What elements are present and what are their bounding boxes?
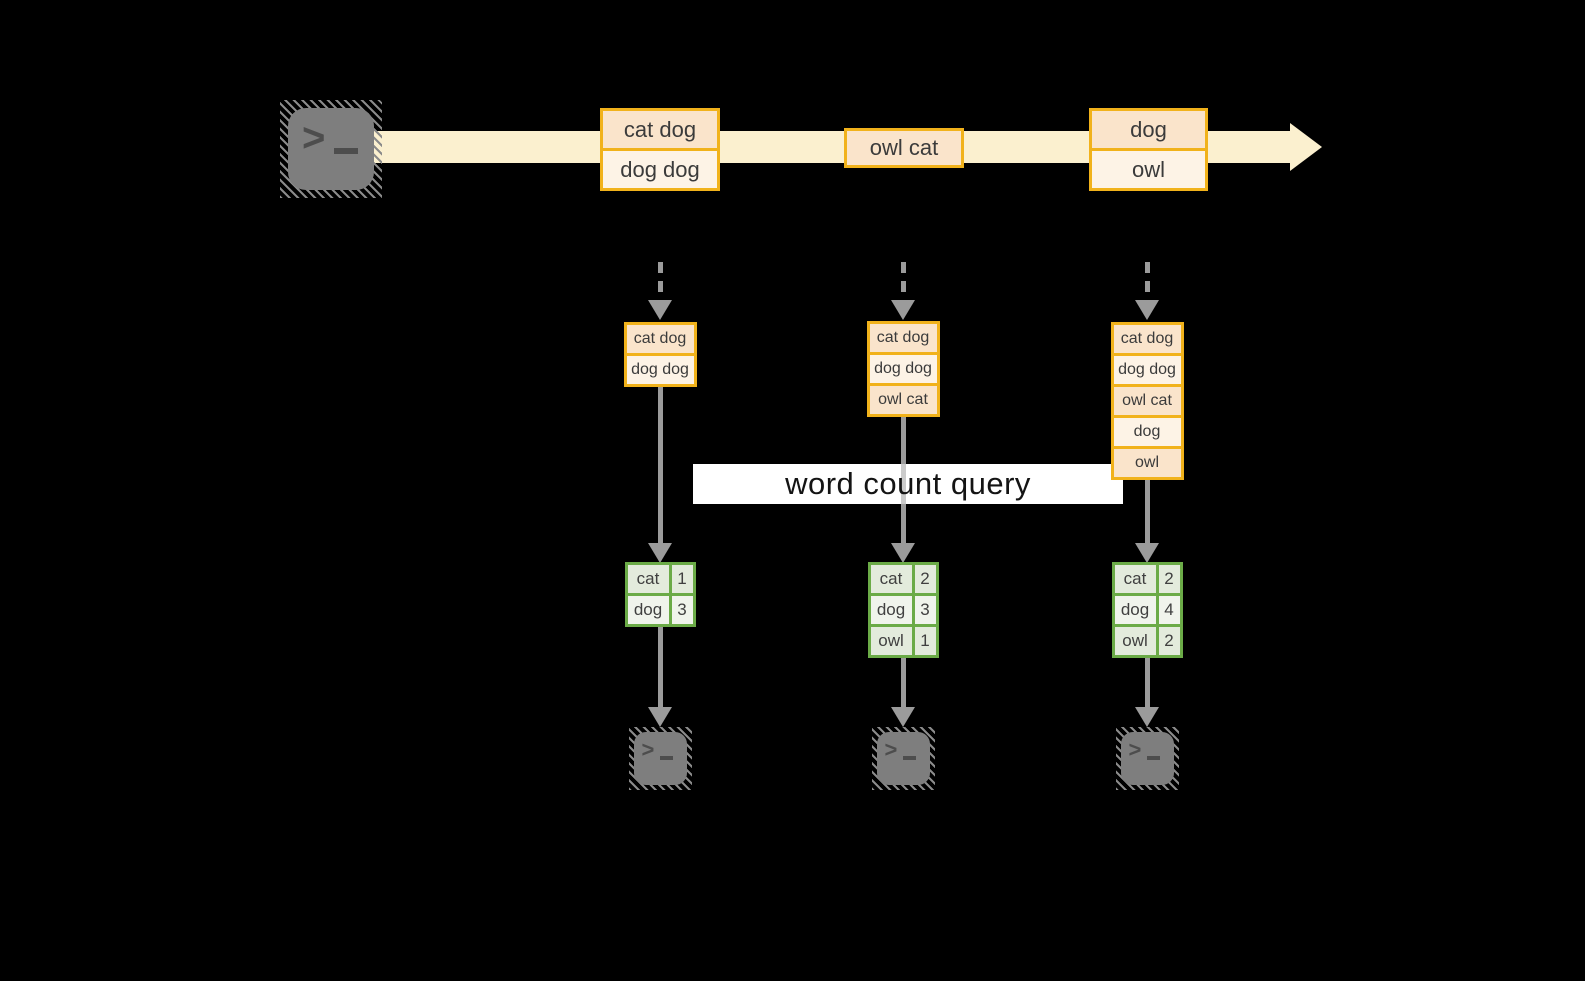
batch-line: owl cat	[847, 131, 961, 165]
arrowhead-down-icon	[1135, 543, 1159, 563]
count-cell: 1	[671, 565, 693, 593]
terminal-source-icon: >	[280, 100, 382, 198]
word-cell: owl	[870, 627, 912, 655]
query-label: word count query	[785, 466, 1031, 501]
word-cell: cat	[1114, 565, 1156, 593]
dashed-arrow-line	[1144, 262, 1150, 300]
count-cell: 3	[671, 596, 693, 624]
stream-batch-3: dog owl	[1089, 108, 1208, 191]
arrow-line	[900, 658, 906, 707]
input-line: owl cat	[869, 386, 937, 414]
terminal-prompt-icon: >	[641, 737, 655, 762]
input-line: owl cat	[1113, 387, 1181, 415]
word-count-table-3: cat 2 dog 4 owl 2	[1111, 562, 1183, 658]
input-line: cat dog	[626, 325, 694, 353]
word-cell: dog	[627, 596, 669, 624]
arrow-line-through-band	[900, 464, 906, 504]
arrowhead-down-icon	[648, 707, 672, 727]
arrowhead-down-icon	[1135, 300, 1159, 320]
count-cell: 2	[914, 565, 936, 593]
terminal-cursor-icon	[334, 148, 358, 154]
arrowhead-down-icon	[1135, 707, 1159, 727]
terminal-cursor-icon	[1146, 756, 1160, 760]
word-cell: owl	[1114, 627, 1156, 655]
word-count-table-1: cat 1 dog 3	[624, 562, 696, 627]
terminal-prompt-icon: >	[1128, 737, 1142, 762]
terminal-prompt-icon: >	[302, 116, 326, 160]
batch-line: owl	[1092, 151, 1205, 188]
input-line: cat dog	[869, 324, 937, 352]
word-cell: cat	[627, 565, 669, 593]
input-line: dog dog	[626, 356, 694, 384]
arrowhead-down-icon	[891, 707, 915, 727]
count-cell: 2	[1158, 627, 1180, 655]
arrow-line	[657, 387, 663, 543]
input-line: dog	[1113, 418, 1181, 446]
batch-line: dog	[1092, 111, 1205, 148]
arrow-line	[1144, 480, 1150, 543]
input-line: owl	[1113, 449, 1181, 477]
terminal-cursor-icon	[659, 756, 673, 760]
accumulated-input-box-1: cat dog dog dog	[623, 322, 697, 387]
word-cell: dog	[1114, 596, 1156, 624]
accumulated-input-box-3: cat dog dog dog owl cat dog owl	[1110, 322, 1184, 480]
input-line: dog dog	[869, 355, 937, 383]
word-cell: dog	[870, 596, 912, 624]
word-cell: cat	[870, 565, 912, 593]
terminal-sink-icon: >	[1115, 727, 1179, 790]
stream-arrowhead-icon	[1290, 123, 1322, 171]
dashed-arrow-line	[900, 262, 906, 300]
count-cell: 3	[914, 596, 936, 624]
query-label-band: word count query	[693, 464, 1123, 504]
arrow-line	[1144, 658, 1150, 707]
terminal-cursor-icon	[902, 756, 916, 760]
count-cell: 4	[1158, 596, 1180, 624]
arrowhead-down-icon	[648, 543, 672, 563]
terminal-prompt-icon: >	[884, 737, 898, 762]
terminal-sink-icon: >	[871, 727, 935, 790]
arrowhead-down-icon	[891, 300, 915, 320]
arrowhead-down-icon	[648, 300, 672, 320]
stream-batch-1: cat dog dog dog	[600, 108, 720, 191]
count-cell: 2	[1158, 565, 1180, 593]
stream-batch-2: owl cat	[844, 128, 964, 168]
input-line: cat dog	[1113, 325, 1181, 353]
arrowhead-down-icon	[891, 543, 915, 563]
input-line: dog dog	[1113, 356, 1181, 384]
accumulated-input-box-2: cat dog dog dog owl cat	[866, 321, 940, 417]
count-cell: 1	[914, 627, 936, 655]
terminal-sink-icon: >	[628, 727, 692, 790]
arrow-line	[657, 627, 663, 707]
batch-line: dog dog	[603, 151, 717, 188]
dashed-arrow-line	[657, 262, 663, 300]
word-count-table-2: cat 2 dog 3 owl 1	[867, 562, 939, 658]
terminal-screen	[288, 108, 374, 190]
batch-line: cat dog	[603, 111, 717, 148]
